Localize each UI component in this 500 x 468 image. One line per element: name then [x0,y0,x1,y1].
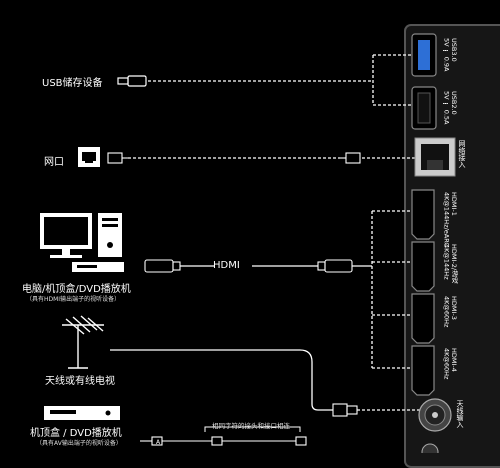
hdmi4-port [411,345,435,396]
usb3-port [411,33,437,77]
lan-port [414,137,456,177]
usb2-port [411,86,437,130]
hdmi1-port [411,189,435,240]
rj45-plug-right [340,152,361,164]
network-label: 网口 [44,157,64,168]
connection-diagram: A [40,33,456,453]
network-port-icon [78,147,100,167]
hdmi-bracket [371,210,410,369]
hdmi-plug-right [317,259,353,273]
hdmi3-port [411,293,435,344]
antenna-port-label: 天线输入 [456,400,465,428]
antenna-icon [62,315,104,369]
rj45-plug-left [107,152,128,164]
computer-icon [40,213,122,258]
av-note: 相同字符的接头和接口相连 [212,422,290,430]
svg-text:A: A [156,439,161,446]
av-plugs: A [140,436,307,446]
av-bracket [204,426,301,432]
usb-plug [117,75,147,87]
usb-bracket [372,54,412,106]
hdmi-plug-left [144,259,181,273]
stb-label: 机顶盒 / DVD播放机 [30,428,122,439]
usb-storage-label: USB储存设备 [42,78,103,89]
dvd-player-icon [72,262,124,272]
stb-sublabel: （具有AV输出端子的视听设备） [36,440,122,447]
lan-port-label: 网络接入 [458,140,467,168]
hdmi-cable-label: HDMI [213,260,240,271]
antenna-cable [110,349,333,411]
antenna-label: 天线或有线电视 [45,376,115,387]
hdmi2-port [411,241,435,292]
stb-icon [44,406,120,420]
computer-label: 电脑/机顶盒/DVD播放机 [22,284,131,295]
av-port-partial [421,443,439,453]
antenna-port [418,398,452,432]
coax-plug [332,403,358,417]
computer-sublabel: （具有HDMI输出端子的视听设备） [26,296,121,303]
